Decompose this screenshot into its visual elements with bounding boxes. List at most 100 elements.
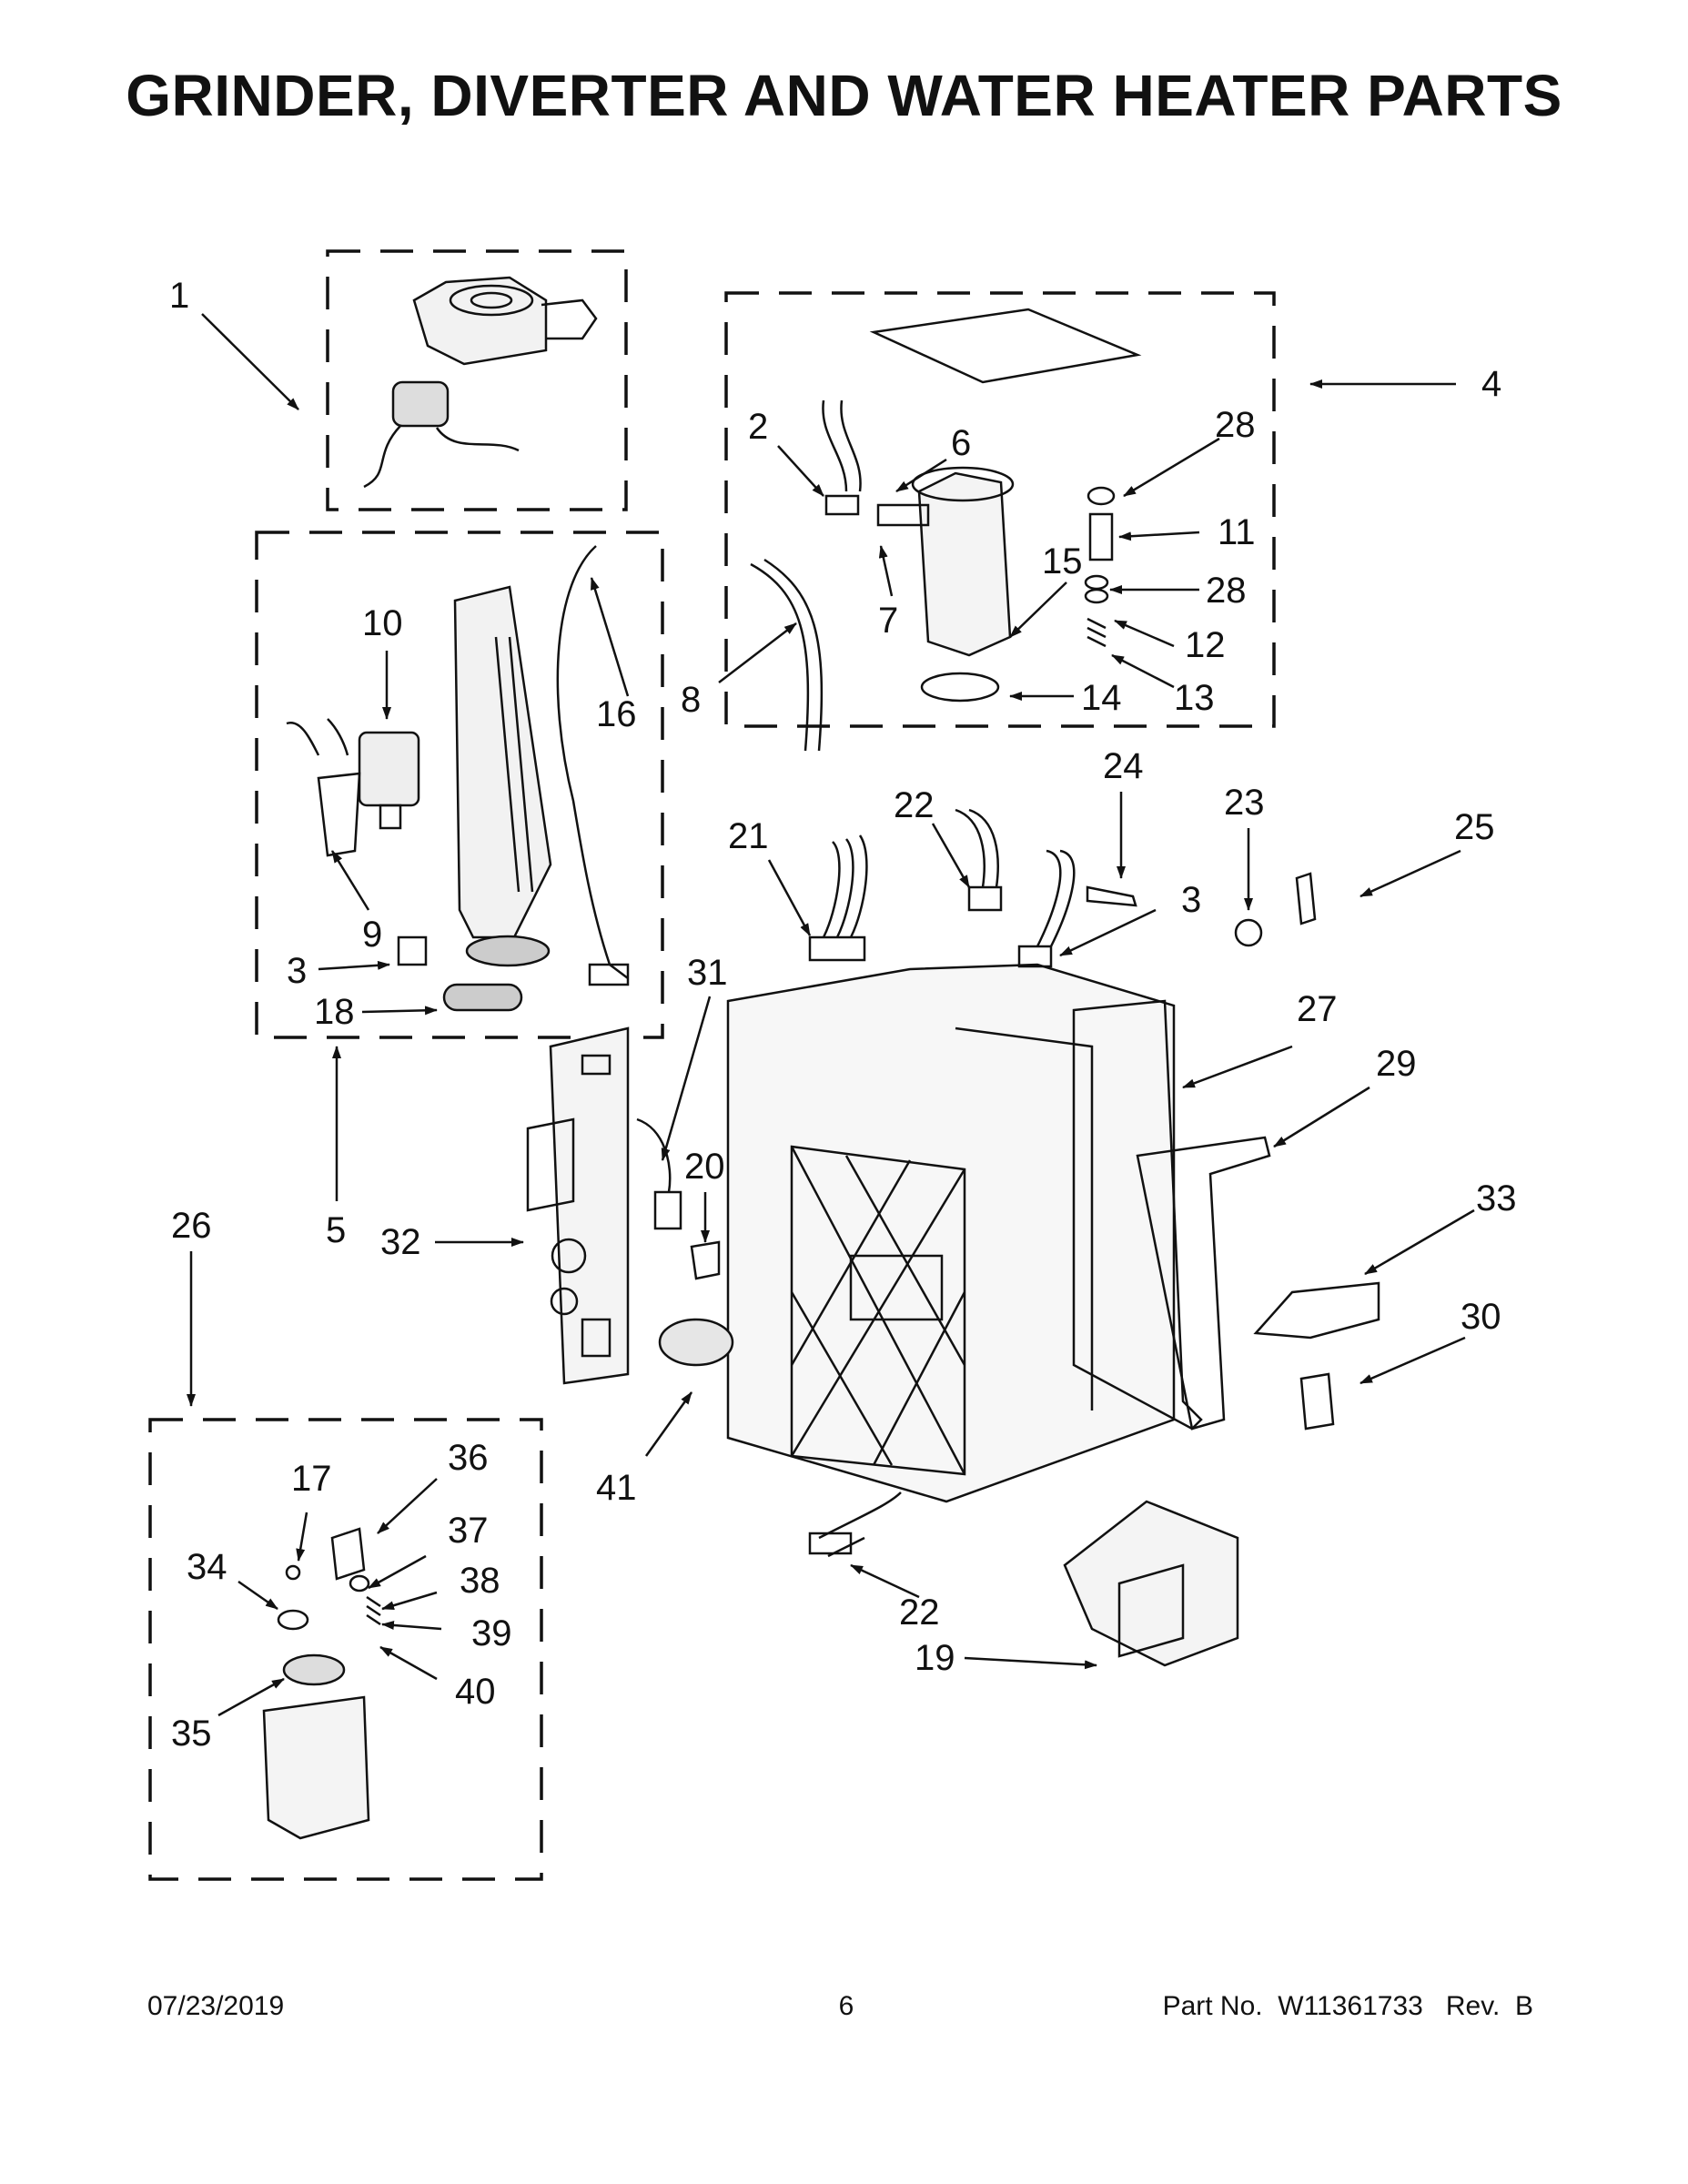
leader-13 bbox=[1111, 653, 1175, 689]
footer-date: 07/23/2019 bbox=[147, 1991, 285, 2021]
valve-assembly bbox=[262, 1527, 381, 1840]
leader-34 bbox=[238, 1580, 278, 1611]
group-box-heater bbox=[724, 291, 1276, 728]
group-box-diverter bbox=[255, 531, 664, 1039]
leader-40 bbox=[379, 1645, 438, 1681]
leader-29 bbox=[1273, 1086, 1370, 1148]
part-22c bbox=[818, 1491, 902, 1558]
diverter-rail bbox=[453, 545, 630, 986]
callout-19: 19 bbox=[915, 1638, 955, 1678]
callout-13: 13 bbox=[1174, 678, 1215, 718]
part-21-22-connectors bbox=[808, 808, 1076, 968]
leader-7 bbox=[878, 545, 894, 597]
callout-12: 12 bbox=[1185, 625, 1226, 665]
part-30 bbox=[1299, 1372, 1335, 1431]
leader-22b bbox=[850, 1563, 920, 1599]
leader-15 bbox=[1009, 581, 1067, 638]
callout-30: 30 bbox=[1461, 1297, 1501, 1337]
part-20 bbox=[690, 1240, 721, 1280]
diverter-motor bbox=[286, 718, 420, 857]
control-board bbox=[526, 1026, 682, 1385]
callout-3a: 3 bbox=[287, 951, 307, 991]
leader-35 bbox=[217, 1677, 285, 1717]
callout-4: 4 bbox=[1481, 364, 1501, 404]
connector-part-22c bbox=[808, 1532, 853, 1555]
callout-16: 16 bbox=[596, 694, 637, 734]
leader-3a bbox=[318, 960, 390, 971]
leader-17 bbox=[296, 1512, 308, 1562]
leader-33 bbox=[1364, 1208, 1475, 1276]
callout-41: 41 bbox=[596, 1468, 637, 1508]
callout-9: 9 bbox=[362, 915, 382, 955]
leader-3b bbox=[1059, 908, 1157, 957]
callout-22b: 22 bbox=[899, 1592, 940, 1633]
callout-31: 31 bbox=[687, 953, 728, 993]
callout-2: 2 bbox=[748, 407, 768, 447]
callout-39: 39 bbox=[471, 1613, 512, 1653]
leader-30 bbox=[1359, 1336, 1466, 1385]
bracket-part-29 bbox=[1136, 1136, 1271, 1431]
leader-41 bbox=[644, 1391, 693, 1457]
footer-part-number: Part No. W11361733 Rev. B bbox=[1162, 1991, 1533, 2021]
callout-15: 15 bbox=[1042, 541, 1083, 581]
callout-8: 8 bbox=[681, 680, 701, 720]
callout-11: 11 bbox=[1218, 512, 1256, 552]
callout-32: 32 bbox=[380, 1222, 421, 1262]
leader-19 bbox=[964, 1656, 1097, 1670]
part-24 bbox=[1086, 885, 1137, 907]
spring-part-23 bbox=[1234, 918, 1263, 947]
callout-24: 24 bbox=[1103, 746, 1144, 786]
connector-part-3a bbox=[397, 935, 428, 966]
callout-3b: 3 bbox=[1181, 880, 1201, 920]
heater-assembly bbox=[750, 308, 1142, 752]
leader-36 bbox=[377, 1478, 438, 1534]
page-title: GRINDER, DIVERTER AND WATER HEATER PARTS bbox=[126, 63, 1562, 128]
callout-37: 37 bbox=[448, 1511, 489, 1551]
callout-25: 25 bbox=[1454, 807, 1495, 847]
leader-25 bbox=[1359, 849, 1461, 898]
callout-7: 7 bbox=[878, 601, 898, 641]
callout-29: 29 bbox=[1376, 1044, 1417, 1084]
callout-21: 21 bbox=[728, 816, 769, 856]
callout-5: 5 bbox=[326, 1210, 346, 1250]
callout-33: 33 bbox=[1476, 1178, 1517, 1218]
callout-14: 14 bbox=[1081, 678, 1122, 718]
callout-18: 18 bbox=[314, 992, 355, 1032]
callout-27: 27 bbox=[1297, 989, 1338, 1029]
leader-1 bbox=[201, 313, 299, 410]
grinder-assembly bbox=[363, 276, 598, 489]
callout-40: 40 bbox=[455, 1672, 496, 1712]
leader-12 bbox=[1114, 619, 1175, 648]
callout-1: 1 bbox=[169, 276, 189, 316]
drip-chute-part-19 bbox=[1063, 1500, 1239, 1667]
footer-page-number: 6 bbox=[838, 1991, 854, 2021]
callout-23: 23 bbox=[1224, 783, 1265, 823]
leader-31 bbox=[661, 996, 712, 1161]
leader-16 bbox=[590, 577, 630, 697]
callout-28a: 28 bbox=[1215, 405, 1256, 445]
callout-35: 35 bbox=[171, 1714, 212, 1754]
leader-8 bbox=[718, 622, 797, 683]
leader-27 bbox=[1182, 1045, 1293, 1089]
callout-36: 36 bbox=[448, 1438, 489, 1478]
leader-2 bbox=[777, 445, 824, 497]
leader-37 bbox=[368, 1554, 427, 1590]
part-25 bbox=[1295, 872, 1317, 925]
main-housing bbox=[726, 963, 1176, 1503]
leader-28a bbox=[1123, 437, 1220, 498]
leader-21 bbox=[767, 859, 812, 936]
callout-20: 20 bbox=[684, 1147, 725, 1187]
callout-17: 17 bbox=[291, 1459, 332, 1499]
leader-18 bbox=[361, 1006, 438, 1016]
callout-26: 26 bbox=[171, 1206, 212, 1246]
callout-28b: 28 bbox=[1206, 571, 1247, 611]
leader-11 bbox=[1118, 531, 1200, 541]
callout-10: 10 bbox=[362, 603, 403, 643]
leader-39 bbox=[381, 1621, 442, 1631]
leader-22a bbox=[931, 823, 971, 888]
leader-38 bbox=[381, 1591, 438, 1611]
callout-22a: 22 bbox=[894, 785, 935, 825]
leader-9 bbox=[330, 850, 370, 911]
side-panel-part-27 bbox=[1072, 999, 1203, 1431]
